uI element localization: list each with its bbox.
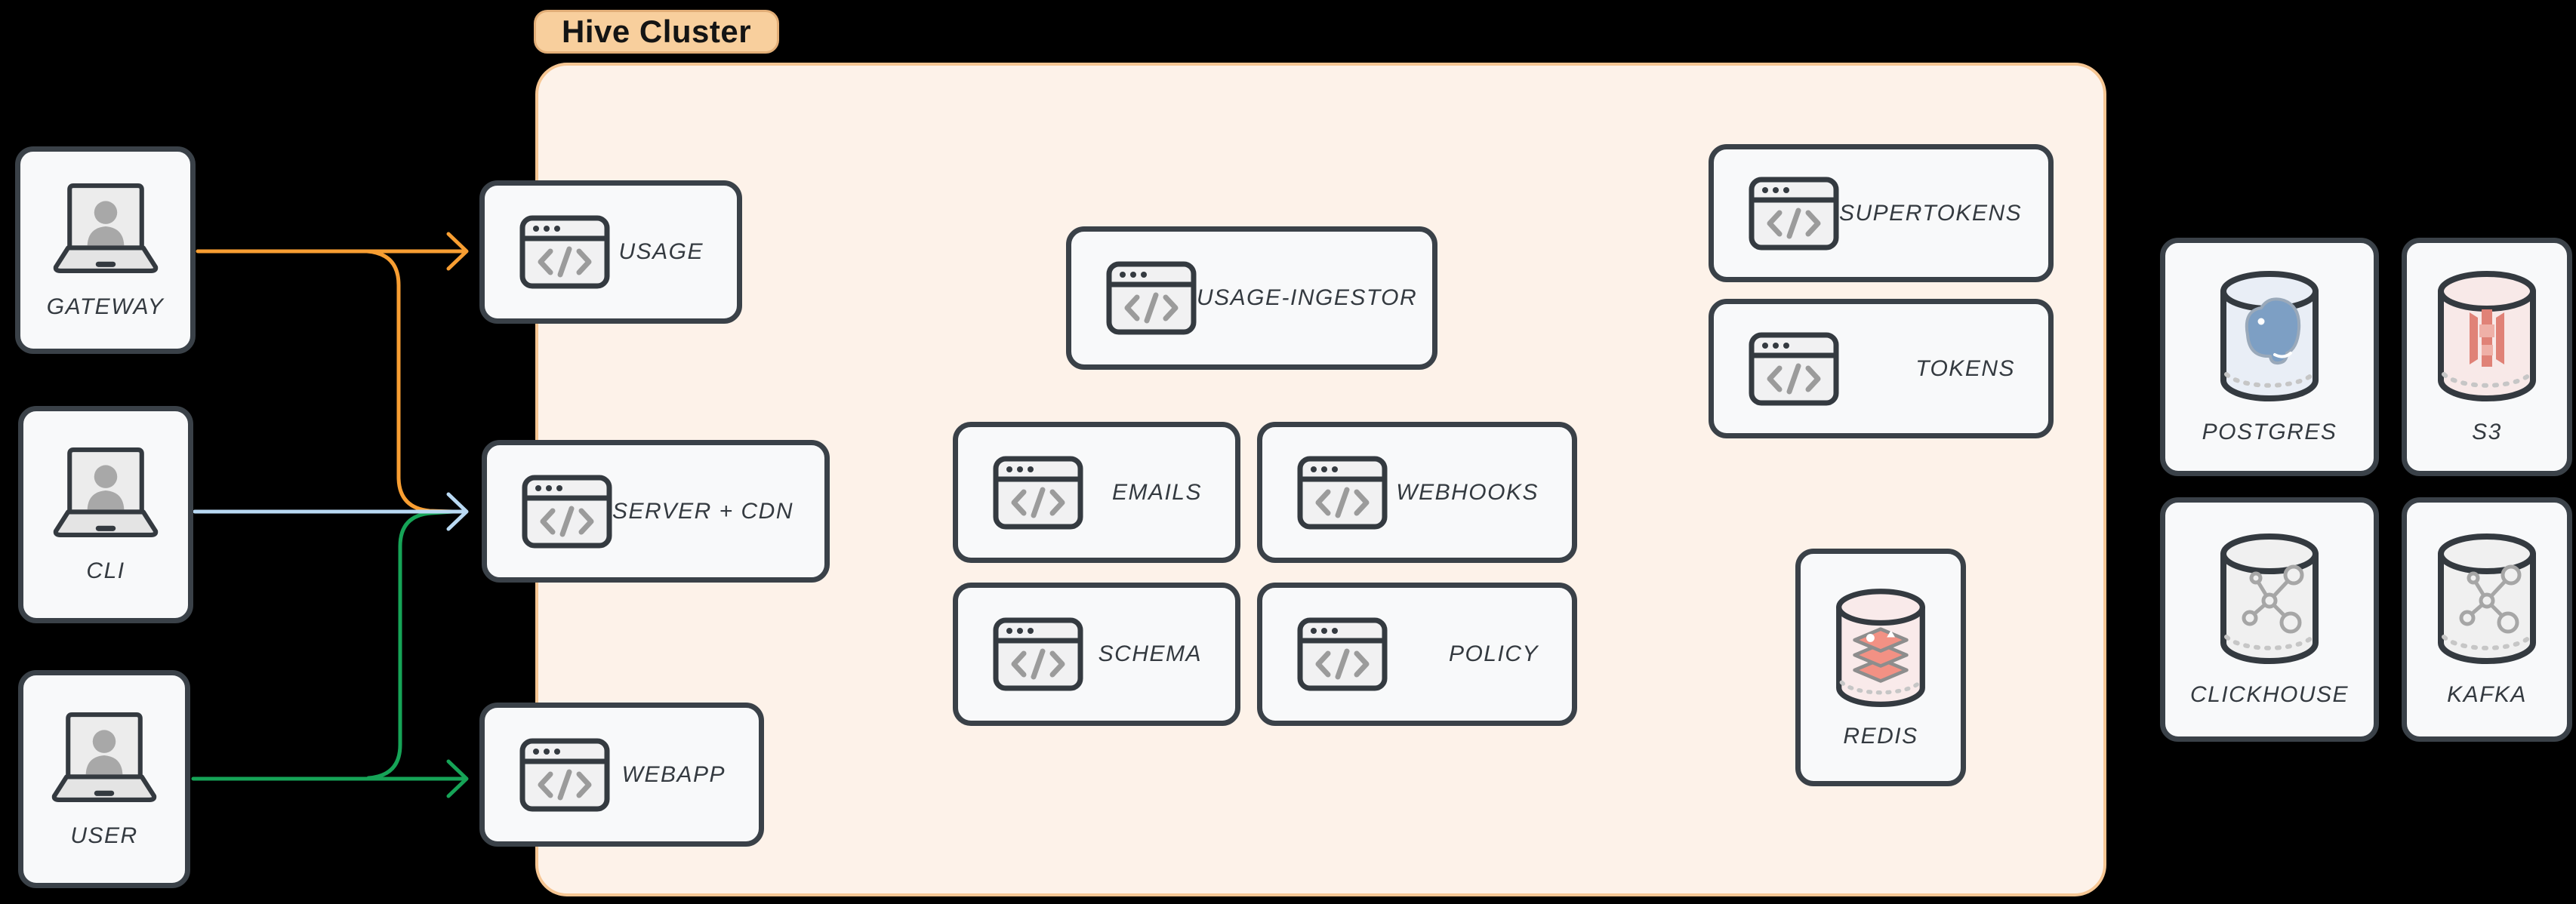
node-label: POSTGRES [2202,420,2337,444]
node-label: USER [70,823,138,848]
node-label: EMAILS [1111,479,1202,505]
browser-code-icon [1749,332,1839,406]
node-label: SCHEMA [1098,641,1202,666]
edge-cli-servercdn-arrowhead [446,492,469,531]
node-webapp: WEBAPP [479,703,764,847]
node-label: SUPERTOKENS [1839,200,2023,226]
browser-code-icon [1297,456,1388,530]
browser-code-icon [993,456,1083,530]
node-gateway: GATEWAY [15,146,196,354]
laptop-user-icon [39,181,172,275]
node-supertokens: SUPERTOKENS [1709,144,2054,282]
node-label: SERVER + CDN [612,498,794,524]
edge-gateway-servercdn [365,249,455,514]
node-postgres: POSTGRES [2160,238,2379,476]
node-label: GATEWAY [46,294,165,319]
edge-user-servercdn [366,509,455,780]
hive-cluster-label: Hive Cluster [534,10,780,54]
node-server-cdn: SERVER + CDN [482,440,830,583]
node-label: CLI [86,558,125,583]
node-label: USAGE-INGESTOR [1197,285,1418,310]
redis-database-icon [1829,586,1932,710]
node-cli: CLI [18,406,193,623]
browser-code-icon [522,475,612,549]
browser-code-icon [1297,617,1388,691]
node-label: KAFKA [2447,682,2527,707]
laptop-user-icon [39,445,172,539]
node-usage: USAGE [479,180,742,324]
node-tokens: TOKENS [1709,299,2054,438]
node-label: WEBHOOKS [1396,479,1539,505]
browser-code-icon [993,617,1083,691]
node-s3: S3 [2402,238,2572,476]
browser-code-icon [1106,261,1197,335]
node-label: POLICY [1448,641,1539,666]
node-usage-ingestor: USAGE-INGESTOR [1066,226,1437,370]
node-label: WEBAPP [621,761,726,787]
node-clickhouse: CLICKHOUSE [2160,497,2379,742]
clickhouse-database-icon [2213,531,2326,667]
node-user: USER [18,670,190,888]
node-label: TOKENS [1915,355,2015,381]
browser-code-icon [519,738,610,812]
browser-code-icon [1749,177,1839,251]
edge-user-webapp-arrowhead [446,759,469,798]
edge-gateway-usage-arrowhead [446,232,469,271]
node-schema: SCHEMA [953,583,1240,726]
laptop-user-icon [38,710,171,804]
postgres-database-icon [2213,269,2326,404]
s3-database-icon [2430,269,2544,404]
node-label: REDIS [1843,723,1918,749]
node-policy: POLICY [1257,583,1577,726]
node-emails: EMAILS [953,422,1240,563]
node-label: CLICKHOUSE [2189,682,2350,707]
browser-code-icon [519,215,610,289]
node-label: S3 [2472,420,2502,444]
node-webhooks: WEBHOOKS [1257,422,1577,563]
node-label: USAGE [618,239,704,264]
node-kafka: KAFKA [2402,497,2572,742]
node-redis: REDIS [1795,549,1966,786]
kafka-database-icon [2430,531,2544,667]
